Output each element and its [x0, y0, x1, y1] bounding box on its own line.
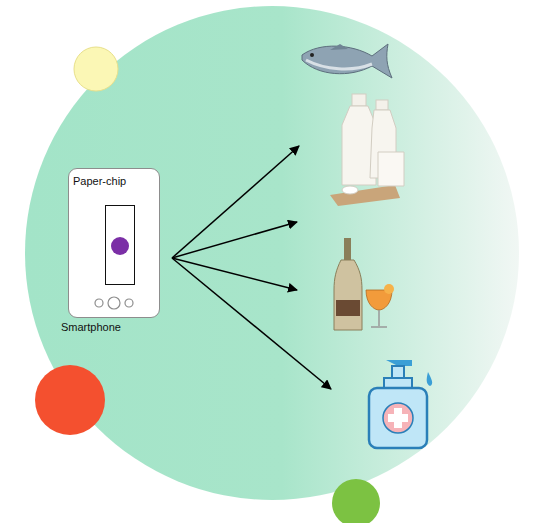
sanitizer-icon [369, 360, 432, 448]
node-label: Smartphone [61, 321, 121, 334]
node-label: Paper-chip [73, 175, 126, 188]
yellow-dot [74, 47, 118, 91]
smartphone-outline: SmartphonePaper-chip [68, 168, 160, 318]
green-dot [332, 479, 380, 523]
background-circle [25, 6, 519, 500]
paper-chip: Paper-chip [105, 205, 135, 285]
orange-dot [35, 365, 105, 435]
arrows [172, 146, 331, 389]
sample-dot [111, 237, 129, 255]
milk-icon [330, 94, 404, 206]
drinks-icon [334, 238, 394, 330]
phone-buttons [69, 293, 158, 313]
fish-icon [302, 44, 392, 78]
